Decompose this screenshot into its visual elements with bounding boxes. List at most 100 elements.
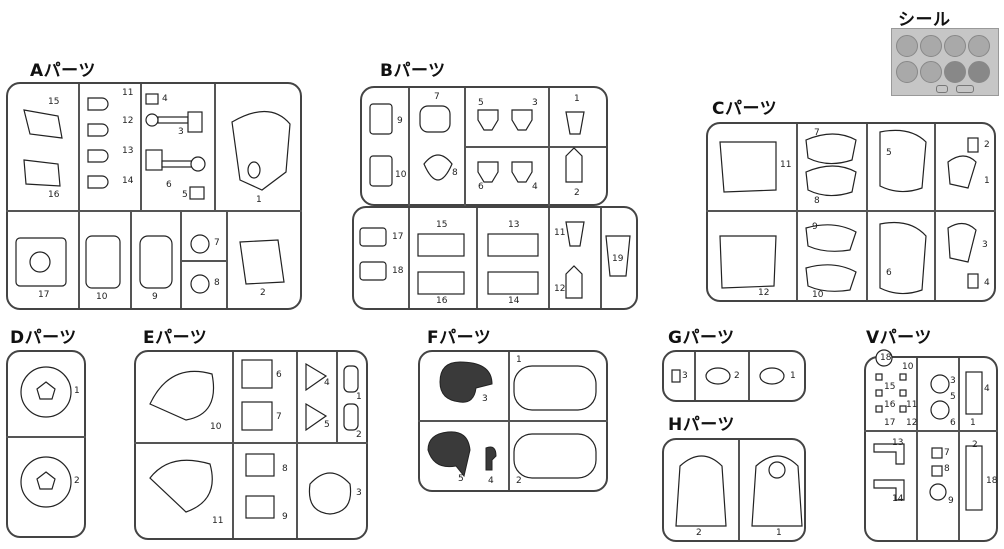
part-number: 14 bbox=[892, 494, 904, 504]
part-number: 4 bbox=[488, 476, 494, 486]
part-number: 15 bbox=[436, 220, 448, 230]
v-parts-title: Vパーツ bbox=[866, 328, 932, 348]
part-number: 9 bbox=[152, 292, 158, 302]
part-number: 7 bbox=[214, 238, 220, 248]
part-number: 11 bbox=[780, 160, 792, 170]
part-number: 10 bbox=[96, 292, 108, 302]
part-number: 6 bbox=[886, 268, 892, 278]
part-number: 8 bbox=[452, 168, 458, 178]
part-number: 1 bbox=[776, 528, 782, 538]
part-number: 5 bbox=[886, 148, 892, 158]
seal-title: シール bbox=[898, 10, 951, 30]
part-number: 1 bbox=[984, 176, 990, 186]
part-number: 10 bbox=[210, 422, 222, 432]
part-number: 1 bbox=[74, 386, 80, 396]
b-parts-title: Bパーツ bbox=[380, 61, 446, 81]
part-number: 11 bbox=[906, 400, 918, 410]
part-number: 13 bbox=[508, 220, 520, 230]
part-number: 13 bbox=[892, 438, 904, 448]
g-parts-runner bbox=[662, 350, 806, 402]
part-number: 5 bbox=[182, 190, 188, 200]
v-badge: 18 bbox=[880, 353, 892, 363]
part-number: 2 bbox=[574, 188, 580, 198]
part-number: 4 bbox=[984, 278, 990, 288]
part-number: 4 bbox=[984, 384, 990, 394]
part-number: 1 bbox=[356, 392, 362, 402]
part-number: 2 bbox=[972, 440, 978, 450]
part-number: 18 bbox=[986, 476, 998, 486]
part-number: 2 bbox=[984, 140, 990, 150]
part-number: 2 bbox=[516, 476, 522, 486]
sticker-sheet bbox=[891, 28, 999, 96]
part-number: 6 bbox=[478, 182, 484, 192]
h-parts-title: Hパーツ bbox=[668, 415, 735, 435]
part-number: 12 bbox=[758, 288, 770, 298]
part-number: 5 bbox=[478, 98, 484, 108]
part-number: 6 bbox=[950, 418, 956, 428]
part-number: 7 bbox=[276, 412, 282, 422]
part-number: 3 bbox=[682, 371, 688, 381]
a-parts-title: Aパーツ bbox=[30, 61, 96, 81]
part-number: 14 bbox=[122, 176, 134, 186]
part-number: 5 bbox=[324, 420, 330, 430]
part-number: 8 bbox=[814, 196, 820, 206]
part-number: 10 bbox=[812, 290, 824, 300]
part-number: 6 bbox=[276, 370, 282, 380]
part-number: 9 bbox=[397, 116, 403, 126]
part-number: 3 bbox=[532, 98, 538, 108]
part-number: 8 bbox=[282, 464, 288, 474]
part-number: 1 bbox=[256, 195, 262, 205]
part-number: 12 bbox=[906, 418, 918, 428]
part-number: 8 bbox=[944, 464, 950, 474]
part-number: 9 bbox=[948, 496, 954, 506]
e-parts-title: Eパーツ bbox=[143, 328, 208, 348]
part-number: 7 bbox=[434, 92, 440, 102]
part-number: 9 bbox=[282, 512, 288, 522]
part-number: 14 bbox=[508, 296, 520, 306]
part-number: 2 bbox=[734, 371, 740, 381]
part-number: 16 bbox=[436, 296, 448, 306]
part-number: 16 bbox=[48, 190, 60, 200]
part-number: 4 bbox=[532, 182, 538, 192]
part-number: 18 bbox=[392, 266, 404, 276]
part-number: 1 bbox=[574, 94, 580, 104]
f-parts-title: Fパーツ bbox=[427, 328, 492, 348]
part-number: 13 bbox=[122, 146, 134, 156]
part-number: 16 bbox=[884, 400, 896, 410]
part-number: 15 bbox=[884, 382, 896, 392]
part-number: 10 bbox=[395, 170, 407, 180]
part-number: 2 bbox=[356, 430, 362, 440]
part-number: 5 bbox=[458, 474, 464, 484]
part-number: 11 bbox=[122, 88, 134, 98]
part-number: 1 bbox=[790, 371, 796, 381]
part-number: 7 bbox=[814, 128, 820, 138]
part-number: 3 bbox=[356, 488, 362, 498]
part-number: 3 bbox=[982, 240, 988, 250]
part-number: 4 bbox=[324, 378, 330, 388]
d-parts-title: Dパーツ bbox=[10, 328, 77, 348]
part-number: 19 bbox=[612, 254, 624, 264]
part-number: 17 bbox=[38, 290, 50, 300]
part-number: 8 bbox=[214, 278, 220, 288]
part-number: 2 bbox=[74, 476, 80, 486]
part-number: 12 bbox=[554, 284, 566, 294]
part-number: 2 bbox=[260, 288, 266, 298]
part-number: 17 bbox=[392, 232, 404, 242]
part-number: 12 bbox=[122, 116, 134, 126]
part-number: 15 bbox=[48, 97, 60, 107]
part-number: 6 bbox=[166, 180, 172, 190]
part-number: 11 bbox=[212, 516, 224, 526]
part-number: 2 bbox=[696, 528, 702, 538]
part-number: 3 bbox=[482, 394, 488, 404]
part-number: 5 bbox=[950, 392, 956, 402]
part-number: 17 bbox=[884, 418, 896, 428]
